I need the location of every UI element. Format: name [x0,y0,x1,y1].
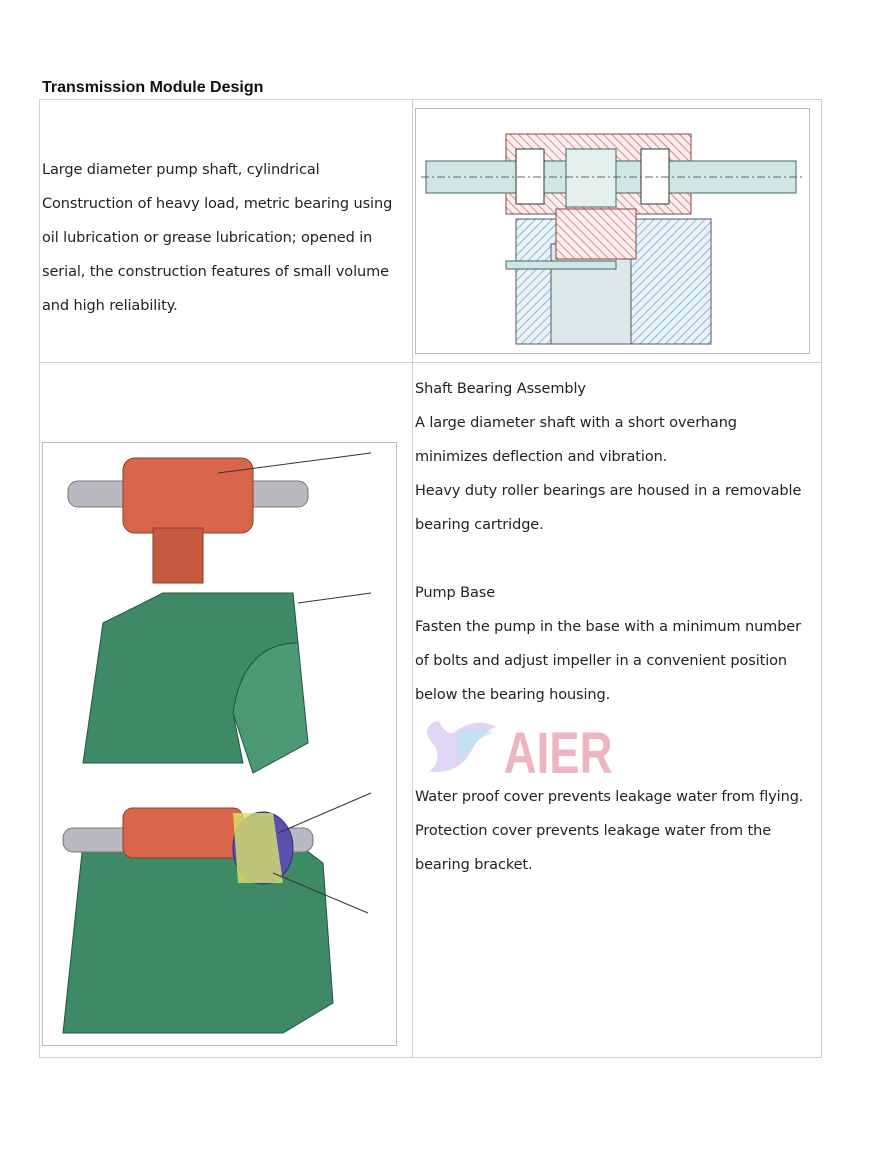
text-line: Large diameter pump shaft, cylindrical [42,162,320,178]
pump-assembly-illustration [42,442,397,1046]
shaft-heading: Shaft Bearing Assembly [415,381,586,397]
text-line: oil lubrication or grease lubrication; o… [42,230,373,246]
row1-description: Large diameter pump shaft, cylindrical C… [42,153,392,323]
design-table [39,99,822,1058]
base-heading: Pump Base [415,585,496,601]
text-line: below the bearing housing. [415,687,611,703]
text-line: minimizes deflection and vibration. [415,449,668,465]
text-line: Heavy duty roller bearings are housed in… [415,483,802,499]
section-title: Transmission Module Design [42,79,264,96]
text-line: bearing bracket. [415,857,533,873]
row-divider [39,362,822,363]
text-line: and high reliability. [42,298,178,314]
row2-description: Shaft Bearing Assembly A large diameter … [415,372,803,882]
text-line: Fasten the pump in the base with a minim… [415,619,801,635]
text-line: Construction of heavy load, metric beari… [42,196,393,212]
column-divider [412,99,413,1058]
text-line: Water proof cover prevents leakage water… [415,789,804,805]
text-line: Protection cover prevents leakage water … [415,823,772,839]
text-line: bearing cartridge. [415,517,544,533]
text-line: of bolts and adjust impeller in a conven… [415,653,788,669]
text-line: serial, the construction features of sma… [42,264,389,280]
bearing-cross-section-drawing [415,108,810,354]
text-line: A large diameter shaft with a short over… [415,415,737,431]
